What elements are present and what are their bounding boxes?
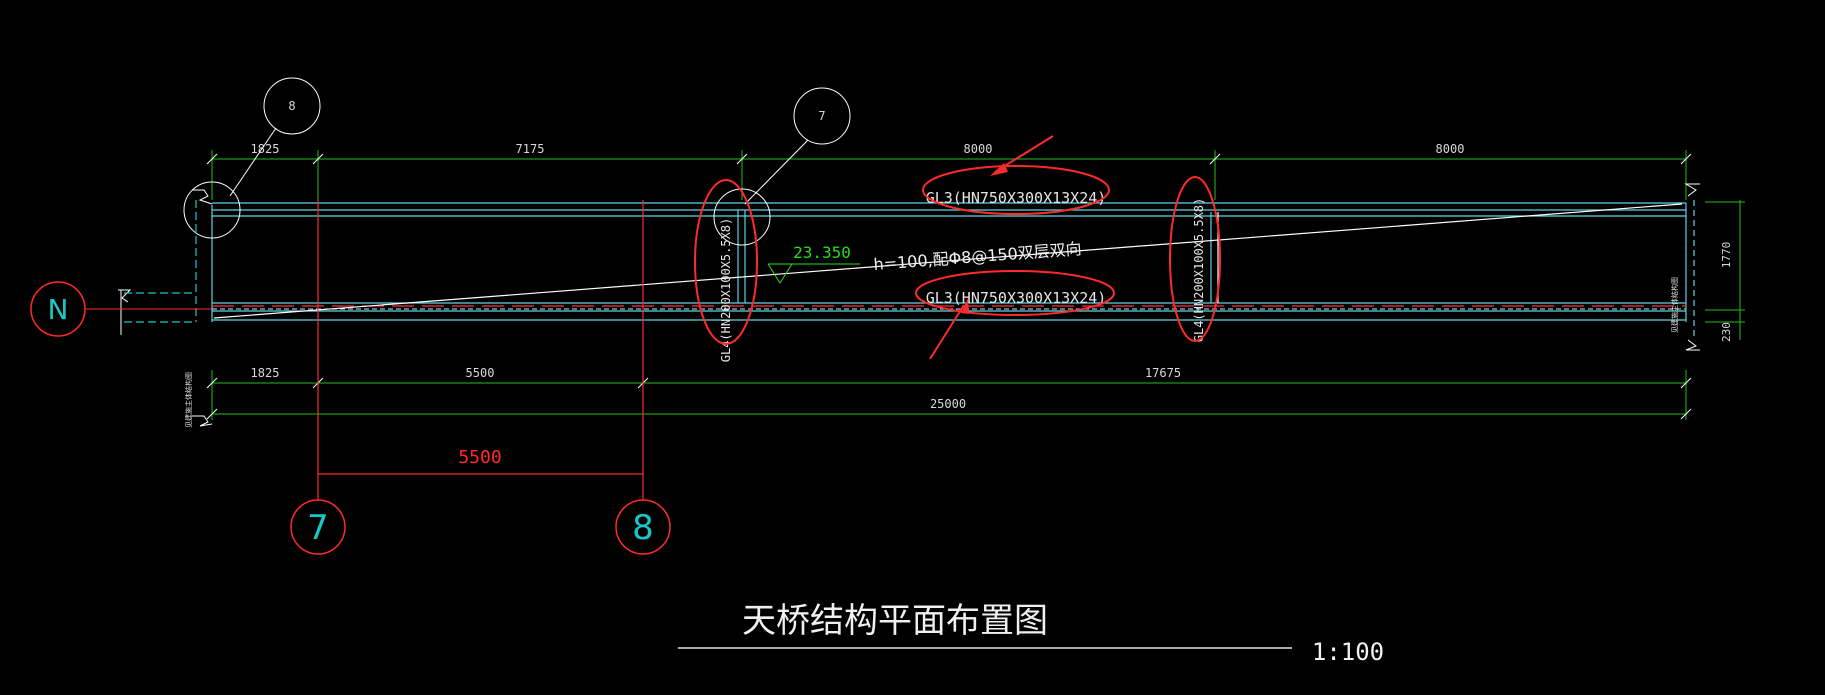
bottom-dim-3: 17675 — [1145, 366, 1181, 380]
section-callout-8-label: 8 — [288, 99, 295, 113]
axis-lines — [317, 200, 644, 500]
bottom-dim-1: 1825 — [251, 366, 280, 380]
axis-dimension: 5500 — [458, 447, 501, 468]
bottom-dim-2: 5500 — [466, 366, 495, 380]
right-dim-2: 230 — [1720, 322, 1733, 342]
beam-label-gl4-left: GL4(HN200X100X5.5X8) — [719, 218, 733, 363]
left-connector — [124, 200, 197, 323]
break-lines — [118, 183, 1700, 427]
slab-diagonal — [213, 203, 1683, 319]
svg-text:N: N — [48, 293, 69, 326]
svg-text:7: 7 — [307, 508, 329, 548]
drawing-scale: 1:100 — [1312, 638, 1384, 666]
beam-label-gl3-top: GL3(HN750X300X13X24) — [926, 189, 1107, 207]
axis-bubble-n: N — [30, 281, 86, 337]
right-dimension-chain — [1705, 200, 1745, 340]
section-callout-7-label: 7 — [818, 109, 825, 123]
top-dimension-chain — [206, 150, 1692, 200]
drawing-title: 天桥结构平面布置图 — [742, 601, 1048, 641]
markup-arrowheads — [961, 163, 1008, 314]
support-note-left: 见建施主体结构图 — [184, 372, 193, 428]
svg-text:8: 8 — [632, 508, 654, 548]
section-callout-7 — [713, 87, 851, 246]
axis-bubble-8: 8 — [615, 499, 671, 555]
axis-bubble-7: 7 — [290, 499, 346, 555]
overall-dim: 25000 — [930, 397, 966, 411]
bottom-dimension-chain — [206, 370, 1692, 420]
level-mark-value: 23.350 — [793, 243, 851, 262]
top-dim-3: 8000 — [964, 142, 993, 156]
section-callout-8 — [183, 77, 321, 239]
markup-annotations — [694, 135, 1221, 360]
top-dim-1: 1825 — [251, 142, 280, 156]
beam-label-gl3-bottom: GL3(HN750X300X13X24) — [926, 289, 1107, 307]
top-dim-4: 8000 — [1436, 142, 1465, 156]
support-note-right: 见建施主体结构图 — [1670, 277, 1679, 333]
beam-label-gl4-right: GL4(HN200X100X5.5X8) — [1192, 198, 1206, 343]
right-dim-1: 1770 — [1720, 242, 1733, 269]
bridge-outline — [211, 200, 1695, 340]
top-dim-2: 7175 — [516, 142, 545, 156]
slab-note: h=100,配Φ8@150双层双向 — [873, 239, 1082, 274]
level-mark — [767, 263, 860, 284]
